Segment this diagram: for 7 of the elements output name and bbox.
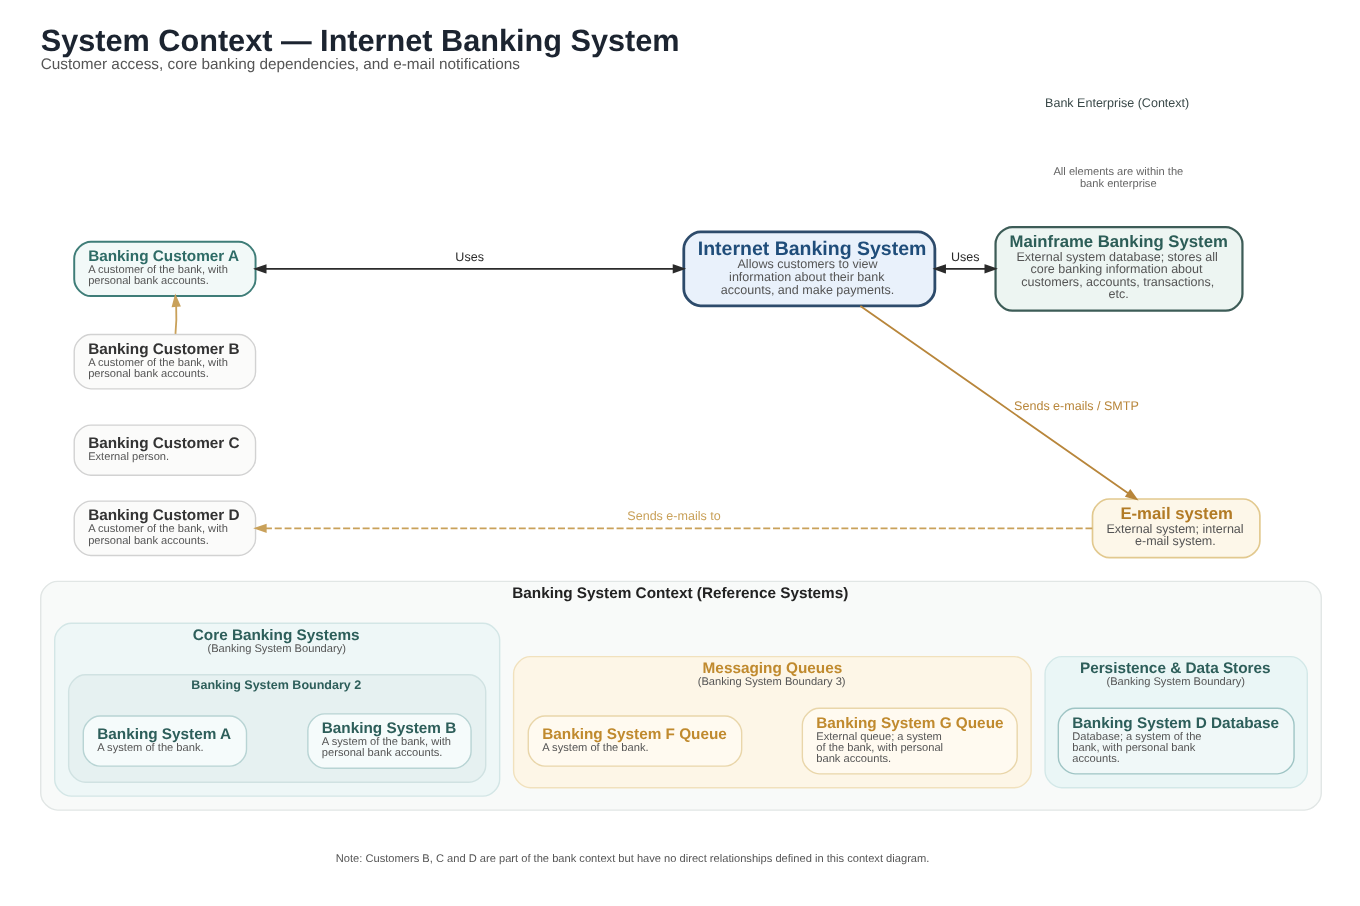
caption: Customer access, core banking dependencies, and e-mail notifications (39, 55, 519, 74)
arrow (931, 264, 997, 274)
arrow (170, 293, 180, 335)
arrow (252, 523, 1093, 533)
arrow (252, 264, 686, 274)
diagram-title: System Context — Internet Banking System (39, 24, 679, 59)
arrow (858, 305, 1138, 501)
